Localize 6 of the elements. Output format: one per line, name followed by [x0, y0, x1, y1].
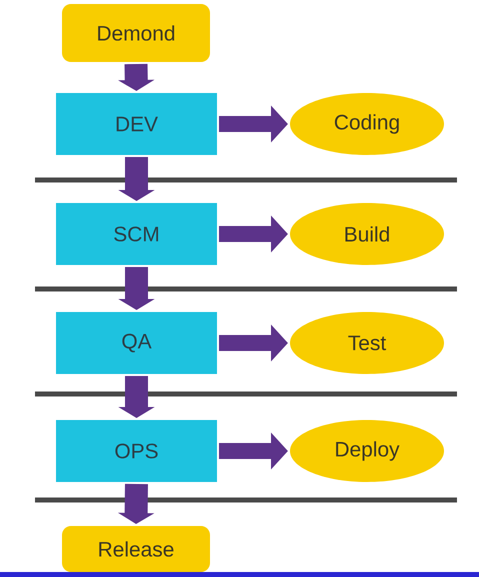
process-box: DEV [56, 93, 217, 155]
process-box: OPS [56, 420, 217, 482]
process-box: QA [56, 312, 217, 374]
terminal-box: Release [62, 526, 210, 572]
process-box: SCM [56, 203, 217, 265]
terminal-box: Demond [62, 4, 210, 62]
